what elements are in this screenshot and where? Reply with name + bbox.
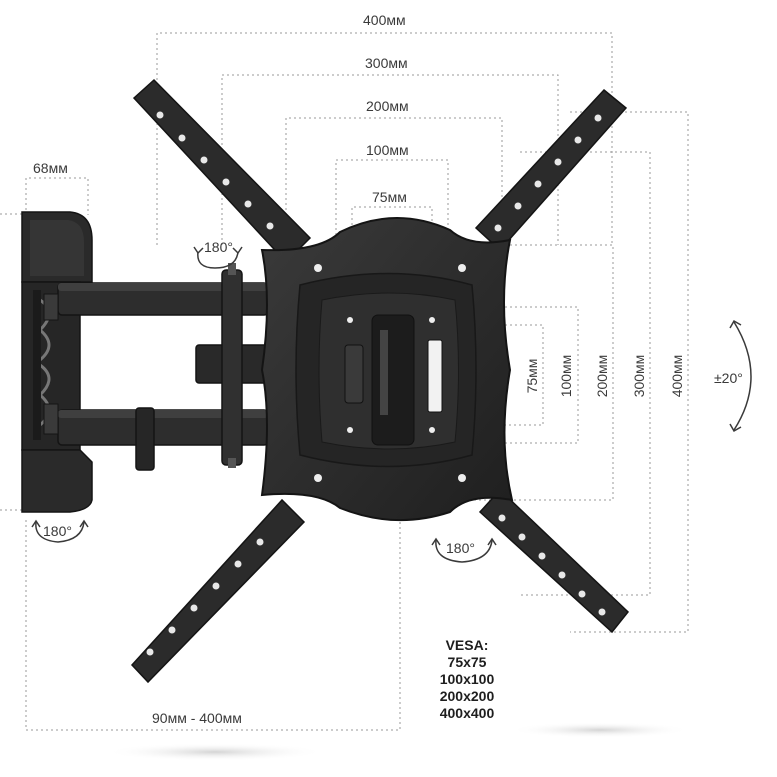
width-100-bracket [335, 159, 449, 245]
plate-swivel-rotation-arrow [435, 539, 493, 563]
vesa-spec-block: VESA: 75x75 100x100 200x200 400x400 [420, 637, 514, 722]
width-100-label: 100мм [366, 142, 409, 158]
width-400-label: 400мм [363, 12, 406, 28]
rotation-arrows [31, 246, 752, 563]
width-200-bracket [285, 117, 503, 245]
height-200-bracket [450, 244, 614, 501]
wall-plate [21, 211, 93, 513]
height-200-label: 200мм [594, 354, 610, 398]
height-300-label: 300мм [631, 354, 647, 398]
tilt-arc-arrow [733, 321, 752, 431]
width-400-bracket [156, 32, 613, 245]
tilt-rotation-label: ±20° [714, 370, 743, 386]
vesa-size-75: 75x75 [447, 654, 487, 670]
vesa-cross-plate [130, 78, 630, 684]
width-75-label: 75мм [372, 189, 407, 205]
height-100-label: 100мм [558, 354, 574, 398]
arm-top-rotation-label: 180° [204, 239, 233, 255]
vesa-size-400: 400x400 [439, 705, 495, 721]
height-400-label: 400мм [669, 354, 685, 398]
wall-plate-depth-bracket [25, 177, 89, 215]
width-200-label: 200мм [366, 98, 409, 114]
extension-dimension-lines [25, 500, 401, 731]
floor-shadow-left [105, 743, 325, 761]
height-100-bracket [460, 306, 579, 444]
extension-range-label: 90мм - 400мм [152, 710, 242, 726]
plate-swivel-rotation-label: 180° [446, 540, 475, 556]
vesa-size-200: 200x200 [439, 688, 495, 704]
arm-top-rotation-arrow [197, 251, 239, 269]
floor-shadow-right [510, 722, 690, 738]
extension-bracket [25, 500, 401, 731]
height-400-bracket [570, 111, 689, 633]
arm-bottom-rotation-label: 180° [43, 523, 72, 539]
vesa-size-100: 100x100 [439, 671, 495, 687]
height-75-label: 75мм [524, 358, 540, 394]
arm-bottom-rotation-arrow [35, 521, 85, 543]
wall-plate-depth-label: 68мм [33, 160, 68, 176]
width-300-label: 300мм [365, 55, 408, 71]
height-75-bracket [470, 324, 544, 426]
vesa-title: VESA: [445, 637, 489, 653]
